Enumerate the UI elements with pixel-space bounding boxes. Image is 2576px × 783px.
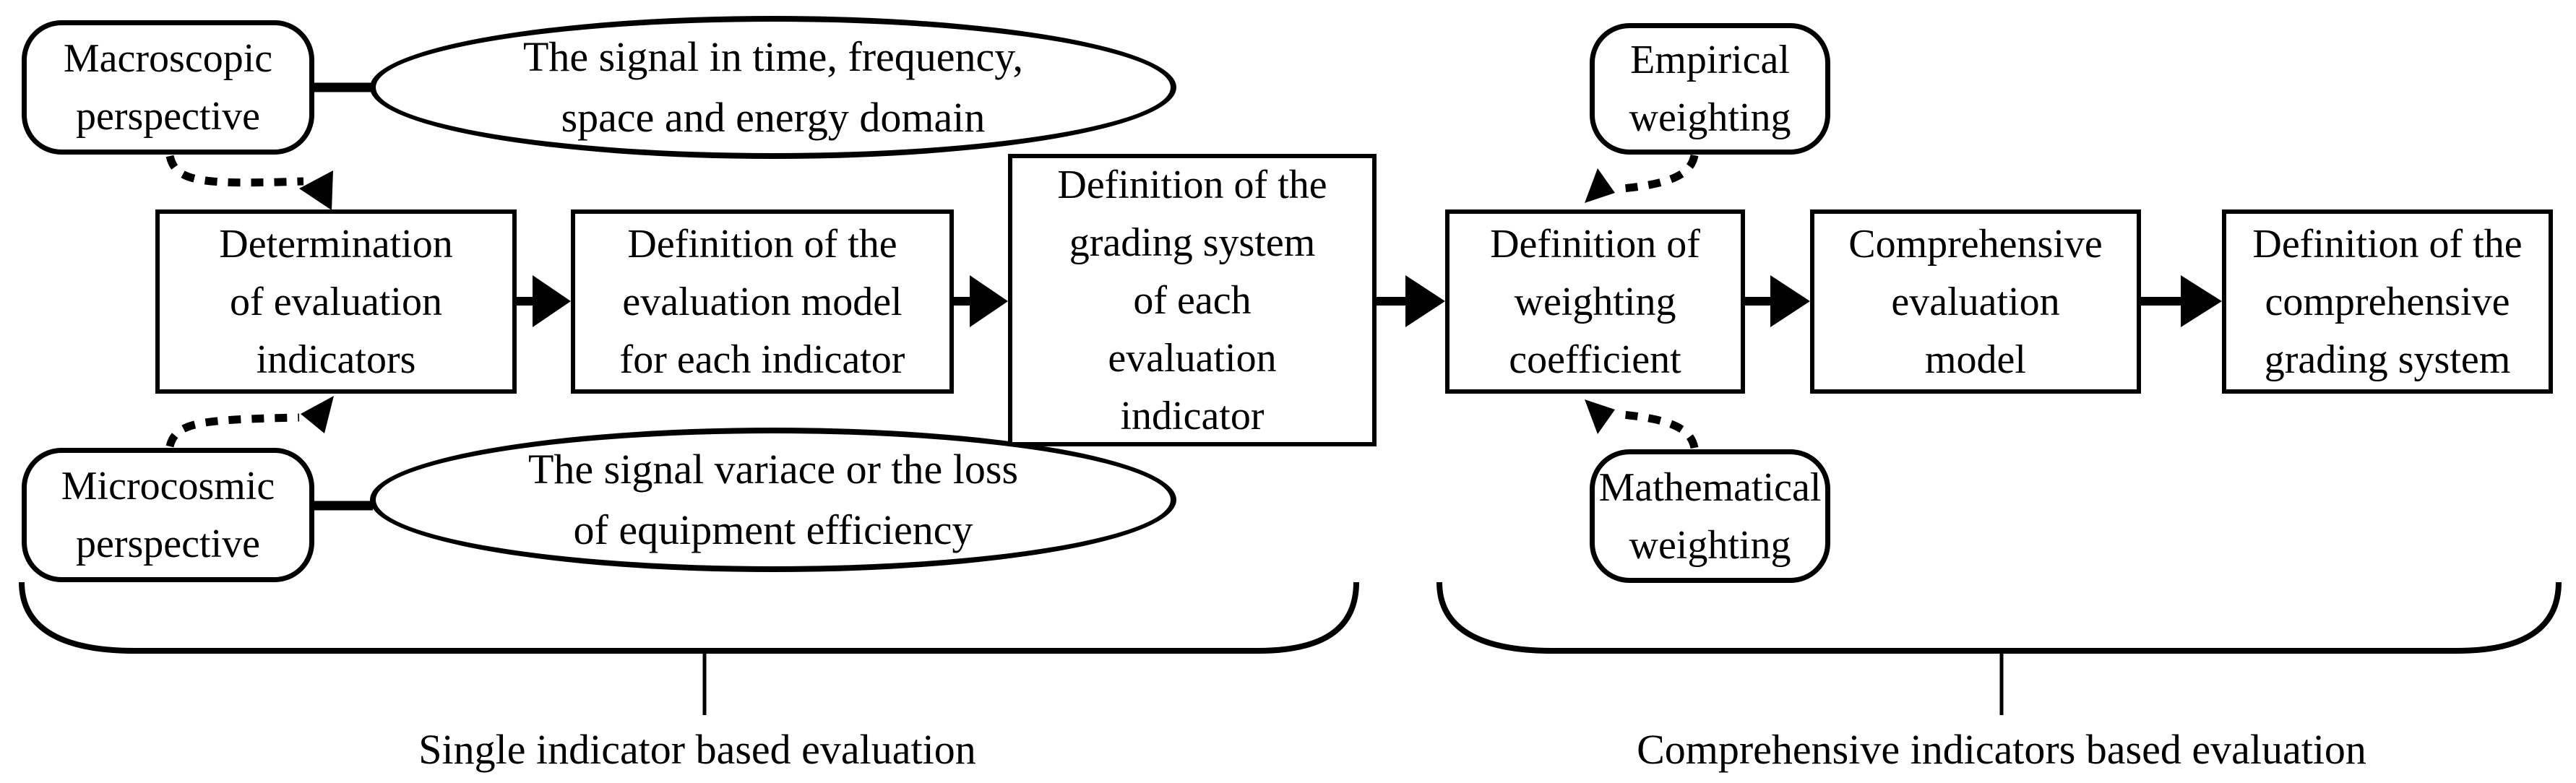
flow-arrow-step3-step4 [1375, 275, 1445, 327]
flow-arrow-step5-step6 [2140, 275, 2222, 327]
dashed-arrow-mathematical-to-step4 [1585, 399, 1699, 449]
mathematical-weighting-node: Mathematical weighting [1590, 449, 1830, 583]
step-definition-of-evaluation-model: Definition of the evaluation model for e… [571, 209, 954, 394]
flow-arrow-step2-step3 [952, 275, 1008, 327]
single-indicator-evaluation-label: Single indicator based evaluation [418, 726, 976, 773]
step-comprehensive-evaluation-model: Comprehensive evaluation model [1810, 209, 2141, 394]
comprehensive-indicators-evaluation-label: Comprehensive indicators based evaluatio… [1637, 726, 2366, 773]
flow-arrow-step4-step5 [1744, 275, 1810, 327]
signal-variance-ellipse: The signal variace or the loss of equipm… [370, 428, 1176, 572]
dashed-arrow-empirical-to-step4 [1585, 154, 1699, 203]
step-definition-of-weighting-coefficient: Definition of weighting coefficient [1445, 209, 1745, 394]
empirical-weighting-node: Empirical weighting [1590, 23, 1830, 155]
signal-domain-ellipse: The signal in time, frequency, space and… [370, 16, 1176, 159]
dashed-arrow-microcosmic-to-step1 [165, 396, 334, 448]
macroscopic-perspective-node: Macroscopic perspective [22, 20, 314, 155]
comprehensive-evaluation-brace [1436, 581, 2562, 715]
step-definition-of-comprehensive-grading-system: Definition of the comprehensive grading … [2222, 209, 2553, 394]
step-definition-of-grading-system: Definition of the grading system of each… [1008, 154, 1377, 446]
microcosmic-perspective-node: Microcosmic perspective [22, 448, 314, 582]
step-determination-of-evaluation-indicators: Determination of evaluation indicators [155, 209, 517, 394]
dashed-arrow-macroscopic-to-step1 [165, 155, 333, 210]
single-evaluation-brace [19, 581, 1359, 715]
flow-arrow-step1-step2 [515, 275, 571, 327]
